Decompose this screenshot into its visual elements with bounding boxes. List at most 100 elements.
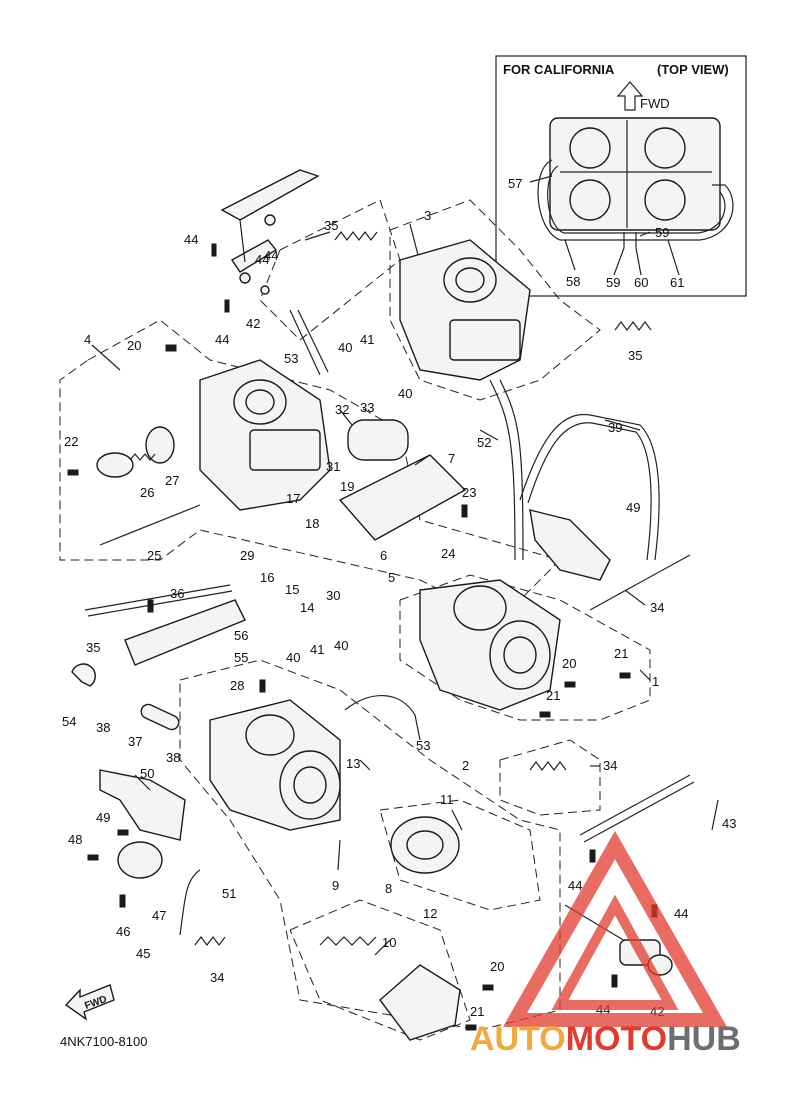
- callout-40a: 40: [338, 340, 352, 355]
- callout-56: 56: [234, 628, 248, 643]
- inset-fwd-label: FWD: [640, 96, 670, 111]
- callout-16: 16: [260, 570, 274, 585]
- callout-15: 15: [285, 582, 299, 597]
- callout-38b: 38: [166, 750, 180, 765]
- callout-53b: 53: [416, 738, 430, 753]
- callout-14: 14: [300, 600, 314, 615]
- inset-vent-hose: [537, 159, 734, 241]
- callout-20a: 20: [127, 338, 141, 353]
- callout-10: 10: [382, 935, 396, 950]
- callout-19: 19: [340, 479, 354, 494]
- upper-bracket: [220, 169, 320, 295]
- hose-52: [489, 379, 516, 561]
- watermark-logo: AUTOMOTOHUB: [470, 830, 741, 1058]
- carb-body-1: [419, 579, 561, 711]
- watermark-moto: MOTO: [566, 1020, 667, 1058]
- lever-50: [99, 769, 186, 841]
- callout-2: 2: [462, 758, 469, 773]
- watermark-auto: AUTO: [470, 1020, 566, 1058]
- carb-body-4: [199, 359, 331, 511]
- piston-33: [347, 419, 409, 461]
- callout-27: 27: [165, 473, 179, 488]
- callout-59a: 59: [655, 225, 669, 240]
- callout-1: 1: [652, 674, 659, 689]
- leader-lines: [91, 223, 719, 956]
- callout-23: 23: [462, 485, 476, 500]
- callout-43: 43: [722, 816, 736, 831]
- callout-36: 36: [170, 586, 184, 601]
- callout-51: 51: [222, 886, 236, 901]
- callout-58: 58: [566, 274, 580, 289]
- top-cover-10: [379, 964, 461, 1041]
- callout-24: 24: [441, 546, 455, 561]
- callout-8: 8: [385, 881, 392, 896]
- choke-shaft-43: [579, 774, 691, 836]
- callout-34c: 34: [210, 970, 224, 985]
- callout-12: 12: [423, 906, 437, 921]
- inset-view-label: (TOP VIEW): [657, 62, 729, 77]
- fwd-arrow-badge: FWD: [64, 984, 115, 1021]
- callout-labels: 1 2 3 4 5 6 7 8 9 10 11 12 13 14 15 16 1…: [62, 208, 736, 1019]
- callout-34b: 34: [603, 758, 617, 773]
- callout-41a: 41: [360, 332, 374, 347]
- callout-44c: 44: [215, 332, 229, 347]
- callout-40d: 40: [334, 638, 348, 653]
- callout-18: 18: [305, 516, 319, 531]
- callout-49b: 49: [626, 500, 640, 515]
- callout-57: 57: [508, 176, 522, 191]
- callout-9: 9: [332, 878, 339, 893]
- inset-carb-bank: [549, 117, 721, 231]
- callout-55: 55: [234, 650, 248, 665]
- callout-22: 22: [64, 434, 78, 449]
- callout-31: 31: [326, 459, 340, 474]
- callout-60: 60: [634, 275, 648, 290]
- plate-36: [124, 599, 246, 666]
- group-outline-1: [399, 574, 651, 721]
- spring-26: [129, 453, 156, 461]
- carb-body-2: [209, 699, 341, 831]
- assembly-outlines: [59, 199, 651, 1041]
- callout-26: 26: [140, 485, 154, 500]
- callout-21a: 21: [614, 646, 628, 661]
- callout-53a: 53: [284, 351, 298, 366]
- callout-52: 52: [477, 435, 491, 450]
- callout-20c: 20: [490, 959, 504, 974]
- callout-47: 47: [152, 908, 166, 923]
- callout-5: 5: [388, 570, 395, 585]
- callout-4: 4: [84, 332, 91, 347]
- shaft-25: [99, 504, 201, 546]
- callout-13: 13: [346, 756, 360, 771]
- group-outline-34: [499, 739, 601, 816]
- callout-35a: 35: [324, 218, 338, 233]
- callout-7: 7: [448, 451, 455, 466]
- callout-44d: 44: [568, 878, 582, 893]
- group-outline-3: [389, 199, 601, 401]
- callout-25: 25: [147, 548, 161, 563]
- shaft-35-left: [84, 584, 231, 611]
- cam-47: [117, 841, 163, 879]
- callout-34a: 34: [650, 600, 664, 615]
- inset-frame: [495, 55, 747, 297]
- carb-body-3: [399, 239, 531, 381]
- group-outline-10: [289, 899, 471, 1041]
- fwd-up-arrow-icon: [616, 81, 644, 111]
- callout-11: 11: [440, 792, 454, 807]
- callout-40b: 40: [398, 386, 412, 401]
- callout-42a: 42: [246, 316, 260, 331]
- callout-6: 6: [380, 548, 387, 563]
- catalog-code: 4NK7100-8100: [60, 1034, 147, 1049]
- group-outline-2: [179, 659, 561, 1031]
- callout-33: 33: [360, 400, 374, 415]
- clip-54: [71, 663, 96, 687]
- spring-10: [319, 936, 377, 946]
- spring-34-low: [194, 936, 226, 946]
- callout-38a: 38: [96, 720, 110, 735]
- callout-44g: 44: [264, 248, 278, 263]
- shaft-34-right: [589, 554, 691, 611]
- callout-21b: 21: [546, 688, 560, 703]
- spring-35-top: [334, 231, 378, 241]
- callout-35b: 35: [628, 348, 642, 363]
- hose-53-low: [344, 695, 421, 741]
- group-outline-upper-link: [259, 199, 401, 341]
